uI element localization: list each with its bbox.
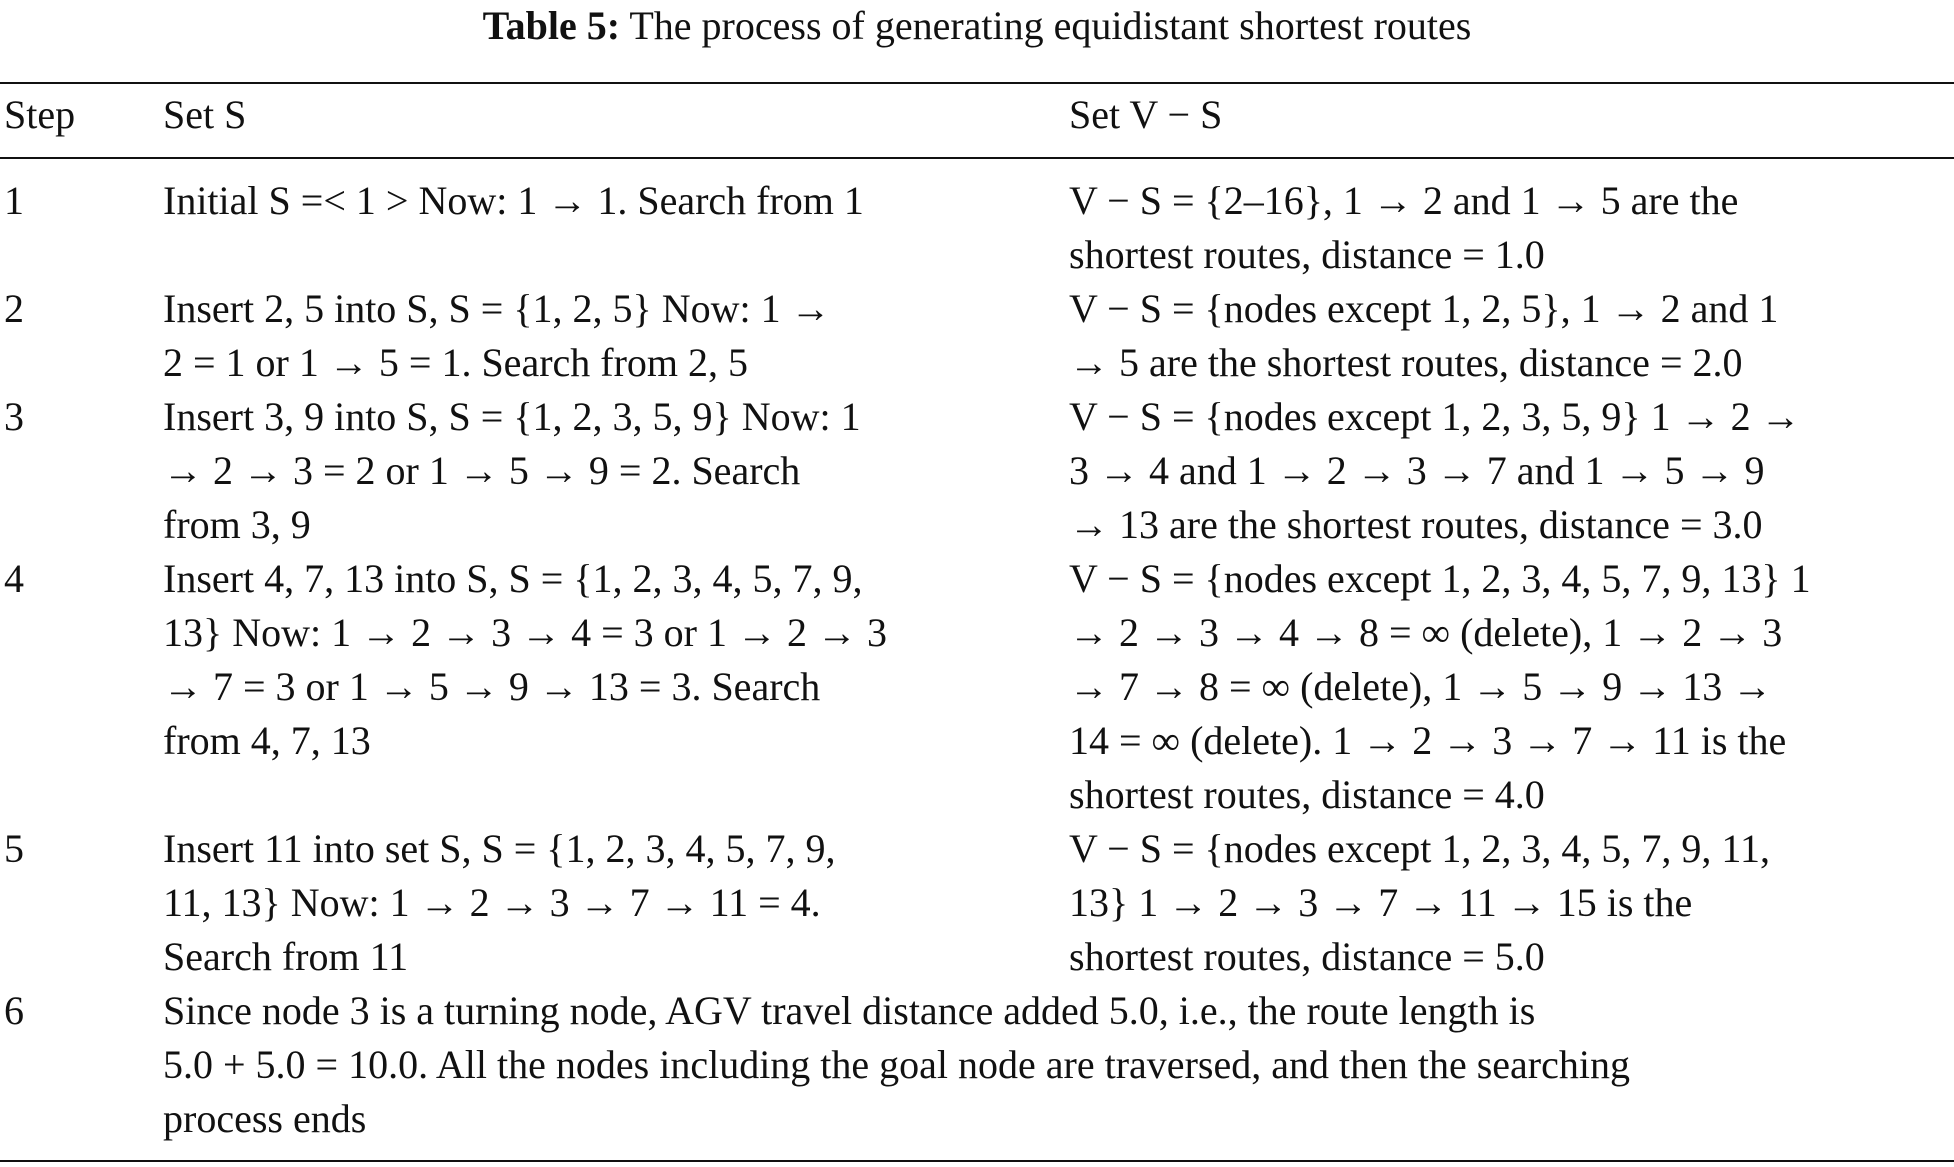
row-4-set-vs: V − S = {nodes except 1, 2, 3, 4, 5, 7, … (1069, 556, 1811, 817)
row-2-step: 2 (4, 286, 24, 331)
row-1-set-vs: V − S = {2–16}, 1 → 2 and 1 → 5 are the … (1069, 178, 1739, 277)
row-5-set-vs: V − S = {nodes except 1, 2, 3, 4, 5, 7, … (1069, 826, 1770, 979)
row-5-step: 5 (4, 826, 24, 871)
row-4-step: 4 (4, 556, 24, 601)
row-1-set-s: Initial S =< 1 > Now: 1 → 1. Search from… (163, 178, 864, 223)
header-set-s: Set S (163, 92, 247, 137)
row-2-set-s: Insert 2, 5 into S, S = {1, 2, 5} Now: 1… (163, 286, 831, 385)
row-6-step: 6 (4, 988, 24, 1033)
table-caption: Table 5: The process of generating equid… (0, 0, 1954, 50)
header-step: Step (4, 92, 76, 137)
table-caption-text: The process of generating equidistant sh… (629, 3, 1472, 48)
table-header-rule (0, 157, 1954, 159)
row-4-set-s: Insert 4, 7, 13 into S, S = {1, 2, 3, 4,… (163, 556, 887, 763)
header-set-vs: Set V − S (1069, 92, 1223, 137)
row-3-step: 3 (4, 394, 24, 439)
row-5-set-s: Insert 11 into set S, S = {1, 2, 3, 4, 5… (163, 826, 836, 979)
table-bottom-rule (0, 1160, 1954, 1162)
row-6-set-s: Since node 3 is a turning node, AGV trav… (163, 988, 1630, 1141)
row-1-step: 1 (4, 178, 24, 223)
table-caption-label: Table 5: (482, 3, 621, 48)
row-3-set-s: Insert 3, 9 into S, S = {1, 2, 3, 5, 9} … (163, 394, 861, 547)
row-3-set-vs: V − S = {nodes except 1, 2, 3, 5, 9} 1 →… (1069, 394, 1801, 547)
row-2-set-vs: V − S = {nodes except 1, 2, 5}, 1 → 2 an… (1069, 286, 1779, 385)
table-top-rule (0, 82, 1954, 84)
